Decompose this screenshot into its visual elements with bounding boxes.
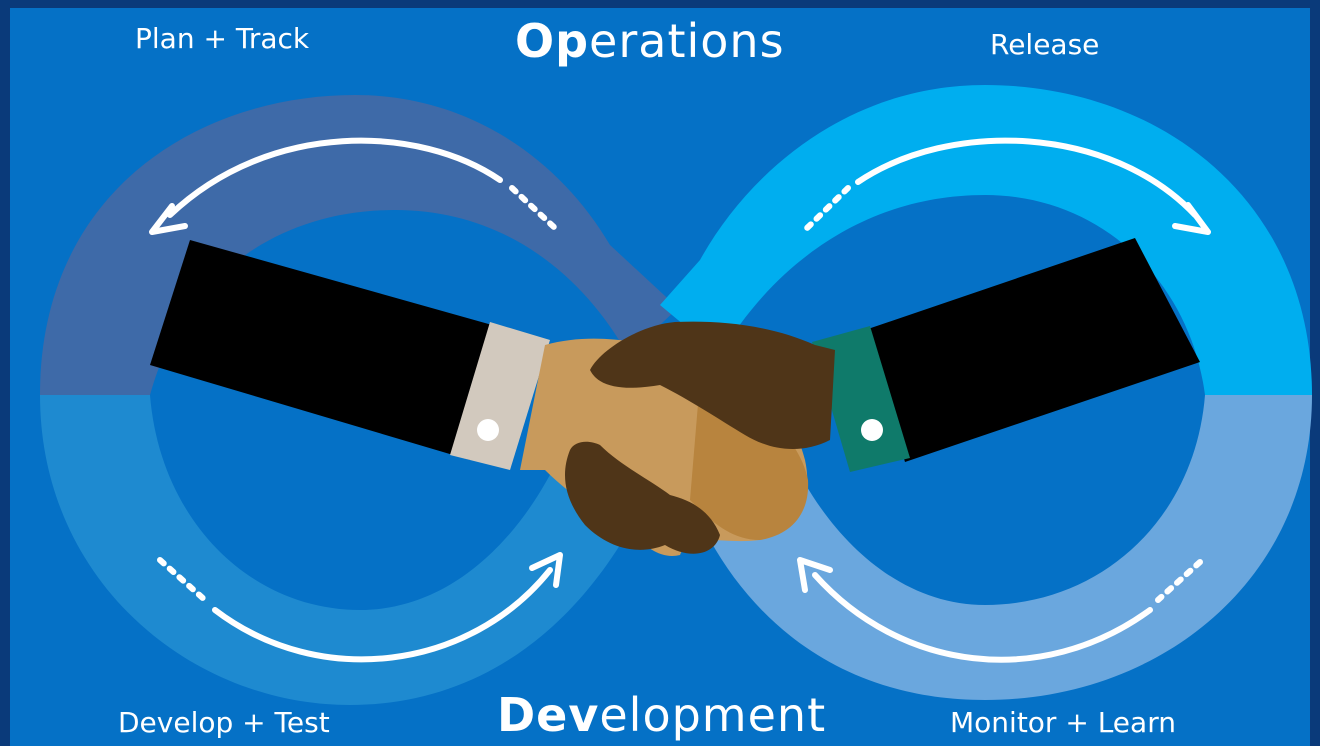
right-hand-fingers (565, 441, 720, 554)
arrow-develop-dots (157, 557, 208, 603)
loop-segment-release (660, 85, 1312, 395)
arrow-release-dots (802, 185, 851, 233)
title-development: Development (497, 688, 826, 742)
arrow-release-head (1172, 202, 1211, 235)
arrow-release (855, 137, 1198, 218)
arrow-monitor-head (797, 557, 833, 593)
right-hand (590, 321, 835, 450)
stage-label-monitor: Monitor + Learn (950, 706, 1176, 739)
title-operations-bold: Op (515, 14, 590, 68)
arrow-develop (212, 567, 553, 663)
loop-segment-monitor (690, 395, 1312, 700)
arrow-develop-head (529, 552, 563, 588)
title-development-rest: elopment (599, 688, 827, 742)
right-cuff-button (861, 419, 883, 441)
infinity-loop (40, 85, 1312, 705)
arrow-plan-dots (509, 185, 558, 231)
arrow-plan-head (149, 203, 188, 235)
left-cuff-button (477, 419, 499, 441)
left-cuff (450, 322, 550, 470)
title-development-bold: Dev (497, 688, 600, 742)
right-cuff (812, 326, 910, 472)
left-sleeve (150, 240, 510, 460)
arrow-monitor (812, 572, 1153, 663)
arrow-plan (167, 137, 503, 218)
cycle-arrows (149, 137, 1211, 663)
title-operations-rest: erations (589, 14, 785, 68)
right-sleeve (865, 238, 1200, 462)
handshake (150, 238, 1200, 556)
loop-segment-plan (40, 95, 678, 395)
title-operations: Operations (515, 14, 785, 68)
stage-label-develop: Develop + Test (118, 706, 330, 739)
stage-label-release: Release (990, 28, 1100, 61)
stage-label-plan: Plan + Track (135, 22, 310, 55)
arrow-monitor-dots (1155, 559, 1203, 603)
loop-segment-develop (40, 395, 660, 705)
left-hand-shade (690, 380, 809, 540)
